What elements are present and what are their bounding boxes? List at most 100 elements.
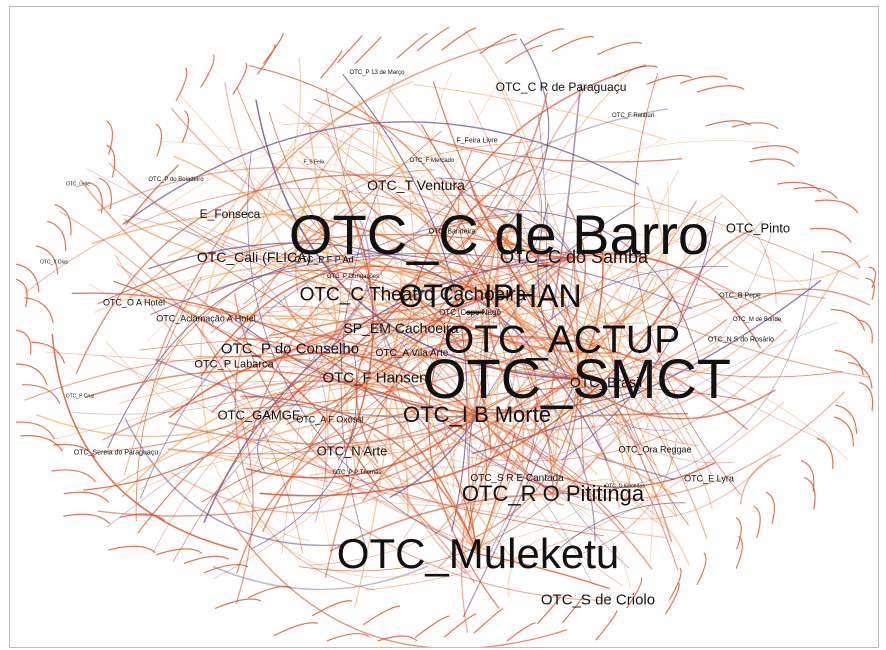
graph-edge [561, 215, 717, 461]
graph-edge [51, 334, 239, 551]
graph-edge [307, 111, 563, 341]
graph-edge [528, 368, 641, 452]
graph-edge [291, 227, 414, 296]
node-label-c-teatro: OTC_C Theatro Cachoeira [299, 284, 527, 306]
graph-edge [537, 203, 569, 379]
graph-edge [82, 382, 307, 491]
node-label-p-13-marco: OTC_P 13 de Março [349, 70, 405, 76]
graph-edge-stub [444, 613, 477, 638]
graph-edge [207, 308, 578, 380]
graph-edge-stub [20, 435, 63, 452]
graph-edge [234, 499, 479, 578]
graph-edge [121, 384, 478, 498]
network-graph [15, 26, 877, 647]
graph-edge [389, 414, 478, 499]
graph-edge [498, 138, 662, 236]
graph-edge [552, 479, 678, 518]
graph-edge [260, 286, 491, 357]
graph-edge [576, 200, 698, 380]
graph-edge-stub [15, 278, 28, 308]
graph-edge-stub [664, 581, 680, 615]
graph-edge [403, 234, 500, 539]
graph-edge-stub [441, 27, 477, 51]
graph-edge [561, 339, 699, 447]
graph-edge [432, 191, 600, 197]
graph-edge [131, 446, 554, 495]
graph-edge [113, 280, 382, 493]
graph-edge [412, 294, 492, 453]
graph-edge [477, 235, 536, 555]
graph-edge-stub [735, 516, 742, 550]
node-label-iphan: OTC_IPHAN [398, 278, 582, 314]
node-label-sp-em: SP_EM Cachoeira [343, 320, 459, 336]
graph-edge [476, 370, 597, 416]
node-label-b-pepe: OTC_B Pepe [719, 292, 761, 300]
graph-edge-stub [15, 363, 48, 386]
graph-edge [94, 264, 491, 313]
graph-edge [126, 181, 575, 285]
graph-edge [513, 270, 645, 325]
graph-edge-stub [793, 186, 838, 199]
graph-edge [412, 294, 622, 354]
graph-edge-stub [595, 610, 618, 641]
node-label-s-de-criolo: OTC_S de Criolo [540, 591, 656, 609]
node-label-p-f-ad: OTC_P F P Ad [294, 254, 354, 265]
graph-edge-stub [414, 615, 450, 638]
graph-edge [131, 208, 367, 401]
graph-edge [482, 205, 575, 258]
graph-edge [365, 284, 581, 499]
graph-edge [261, 306, 662, 413]
node-label-brasil: OTC_Brasil [569, 374, 643, 390]
graph-edge [576, 378, 735, 464]
graph-edge [309, 470, 479, 555]
graph-edge [544, 378, 578, 442]
graph-edge-stub [155, 123, 163, 157]
node-label-c-do-samba: OTC_C do Samba [499, 247, 649, 267]
graph-edge-stub [868, 266, 877, 289]
graph-edge [498, 234, 673, 543]
graph-edge-stub [98, 177, 112, 210]
graph-edge [389, 295, 491, 449]
graph-edge [124, 418, 345, 547]
graph-edge [537, 386, 596, 542]
graph-edge [561, 303, 724, 341]
graph-edge [123, 140, 533, 476]
graph-edge-stub [679, 75, 728, 84]
graph-edge-stub [183, 555, 230, 565]
graph-edge [498, 234, 674, 466]
graph-edge [338, 512, 603, 601]
graph-edge [236, 418, 419, 574]
graph-edge [603, 312, 689, 526]
graph-edge [328, 285, 409, 418]
graph-edge-stub [848, 361, 873, 389]
graph-edge [452, 130, 545, 489]
graph-edge [85, 369, 554, 495]
graph-edge [208, 58, 302, 294]
graph-edge-stub [816, 438, 834, 469]
graph-edge [109, 163, 575, 293]
node-label-a-vil-arte: OTC_A Vila Arte [375, 348, 449, 359]
graph-edge [262, 305, 478, 416]
node-label-p-cruz: OTC_P Cruz [65, 393, 95, 400]
graph-edge [225, 299, 563, 359]
graph-edge [272, 234, 500, 423]
graph-edge [194, 249, 554, 495]
graph-edge [552, 253, 815, 495]
graph-edge-stub [833, 416, 855, 447]
graph-edge [495, 256, 575, 454]
graph-edge [96, 166, 500, 236]
graph-edge-stub [232, 62, 248, 95]
graph-edge-stub [35, 245, 59, 275]
graph-edge-stub [54, 203, 72, 236]
graph-edge [552, 489, 690, 566]
graph-edge [257, 427, 266, 472]
graph-edge-stub [175, 67, 188, 102]
node-label-s-r-e-cantada: OTC_S R E Cantada [470, 473, 564, 484]
graph-edge [561, 288, 656, 341]
graph-edge [552, 493, 631, 589]
graph-edge-stub [336, 34, 363, 64]
graph-edge [121, 214, 592, 582]
graph-edge [438, 414, 488, 568]
graph-edge-stub [203, 563, 249, 574]
graph-edge [633, 72, 742, 496]
